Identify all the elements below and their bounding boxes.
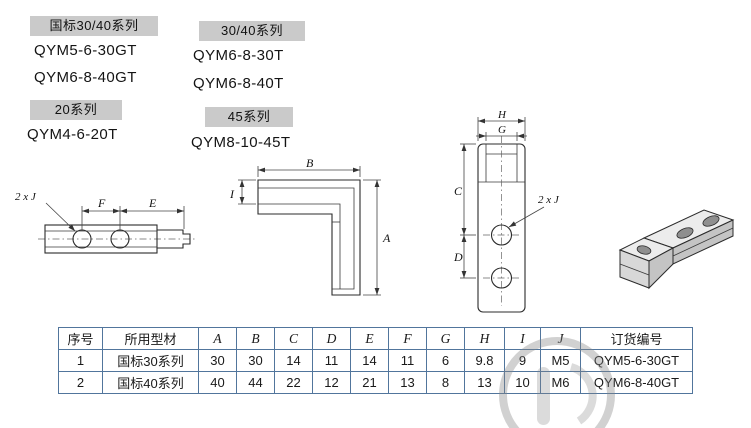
col-header-e: E [350,327,389,350]
cell-g: 6 [426,349,465,372]
cell-e: 14 [350,349,389,372]
col-header-h: H [464,327,505,350]
cell-j: M5 [540,349,581,372]
dim-label-e: E [148,196,157,210]
dim-label-i: I [229,187,235,201]
cell-b: 44 [236,371,275,394]
isometric-geometry [618,209,735,290]
drawing-side-view: H G C D 2 x J [453,110,560,313]
table-row: 2 国标40系列 40 44 22 12 21 13 8 13 10 M6 QY… [58,371,693,394]
dim-label-a: A [382,231,391,245]
cell-g: 8 [426,371,465,394]
corner-view-dimensions: B A I [229,158,391,296]
part-number: QYM8-10-45T [191,134,291,151]
drawing-corner-view: B A I [229,158,391,296]
cell-order-code: QYM6-8-40GT [580,371,693,394]
cell-d: 11 [312,349,351,372]
spec-table: 序号 所用型材 A B C D E F G H I J 订货编号 1 国标30系… [58,327,693,394]
part-number: QYM4-6-20T [27,126,118,143]
dim-label-c: C [454,184,463,198]
drawing-isometric-view [618,209,735,290]
cell-d: 12 [312,371,351,394]
series-tag-gb-30-40: 国标30/40系列 [30,16,158,36]
col-header-f: F [388,327,427,350]
drawing-front-view: 2 x J F E [15,191,196,254]
cell-f: 13 [388,371,427,394]
dim-label-hole: 2 x J [538,194,560,206]
cell-e: 21 [350,371,389,394]
col-header-i: I [504,327,541,350]
corner-view-geometry [257,179,361,296]
col-header-d: D [312,327,351,350]
cell-index: 1 [58,349,103,372]
col-header-g: G [426,327,465,350]
table-row: 1 国标30系列 30 30 14 11 14 11 6 9.8 9 M5 QY… [58,349,693,372]
dim-label-b: B [306,158,314,170]
table-header-row: 序号 所用型材 A B C D E F G H I J 订货编号 [58,327,693,350]
series-tag-45: 45系列 [205,107,293,127]
cell-order-code: QYM5-6-30GT [580,349,693,372]
dim-label-d: D [453,250,463,264]
cell-f: 11 [388,349,427,372]
dim-label-f: F [97,196,106,210]
cell-a: 40 [198,371,237,394]
front-view-geometry [38,224,196,254]
mounting-hole [490,267,513,289]
cell-i: 9 [504,349,541,372]
part-number: QYM6-8-30T [193,47,284,64]
cell-c: 14 [274,349,313,372]
part-number: QYM5-6-30GT [34,42,137,59]
cell-c: 22 [274,371,313,394]
cell-a: 30 [198,349,237,372]
series-tag-20: 20系列 [30,100,122,120]
col-header-j: J [540,327,581,350]
col-header-index: 序号 [58,327,103,350]
col-header-order-code: 订货编号 [580,327,693,350]
cell-index: 2 [58,371,103,394]
cell-h: 13 [464,371,505,394]
part-number: QYM6-8-40T [193,75,284,92]
cell-i: 10 [504,371,541,394]
cell-profile: 国标40系列 [102,371,199,394]
side-view-dimensions: H G C D 2 x J [453,110,560,279]
cell-b: 30 [236,349,275,372]
mounting-hole [490,224,513,246]
col-header-profile: 所用型材 [102,327,199,350]
cell-j: M6 [540,371,581,394]
front-view-dimensions: 2 x J F E [15,191,185,232]
part-number: QYM6-8-40GT [34,69,137,86]
dim-label-h: H [497,110,507,121]
cell-profile: 国标30系列 [102,349,199,372]
cell-h: 9.8 [464,349,505,372]
col-header-a: A [198,327,237,350]
series-tag-30-40: 30/40系列 [199,21,305,41]
side-view-geometry [477,136,526,313]
dim-label-hole: 2 x J [15,191,37,203]
col-header-c: C [274,327,313,350]
dim-label-g: G [498,124,506,136]
col-header-b: B [236,327,275,350]
